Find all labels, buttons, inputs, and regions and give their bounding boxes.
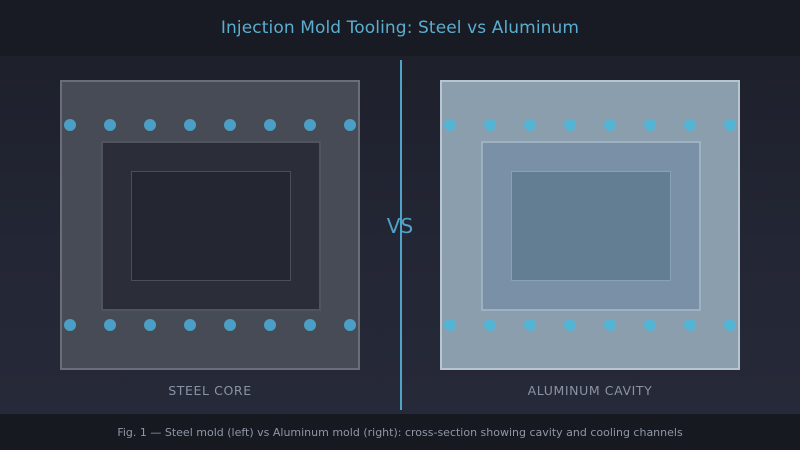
aluminum-cooling-channel — [524, 119, 536, 131]
steel-cooling-channel — [304, 319, 316, 331]
steel-cooling-channel — [104, 319, 116, 331]
aluminum-cooling-channel — [444, 119, 456, 131]
vs-label: VS — [386, 214, 414, 238]
caption-bar: Fig. 1 — Steel mold (left) vs Aluminum m… — [0, 414, 800, 450]
steel-core-label: STEEL CORE — [168, 383, 252, 398]
aluminum-cavity-inner — [511, 171, 671, 281]
aluminum-cooling-channel — [644, 119, 656, 131]
aluminum-cooling-channel — [564, 319, 576, 331]
aluminum-cooling-channel — [644, 319, 656, 331]
diagram-title: Injection Mold Tooling: Steel vs Aluminu… — [220, 18, 580, 38]
aluminum-cavity-label: ALUMINUM CAVITY — [527, 383, 653, 398]
aluminum-cooling-channel — [564, 119, 576, 131]
steel-cavity-outer — [101, 141, 321, 311]
aluminum-cooling-channel — [444, 319, 456, 331]
aluminum-cooling-channel — [484, 119, 496, 131]
aluminum-cooling-channel — [684, 119, 696, 131]
aluminum-cooling-channel — [604, 119, 616, 131]
steel-cooling-channel — [304, 119, 316, 131]
steel-cooling-channel — [224, 119, 236, 131]
aluminum-cooling-channel — [484, 319, 496, 331]
aluminum-cooling-channel — [604, 319, 616, 331]
steel-cooling-channel — [344, 119, 356, 131]
aluminum-cavity-outer — [481, 141, 701, 311]
figure-caption: Fig. 1 — Steel mold (left) vs Aluminum m… — [117, 425, 683, 439]
steel-cooling-channel — [184, 119, 196, 131]
steel-cooling-channel — [264, 119, 276, 131]
steel-cooling-channel — [64, 119, 76, 131]
center-divider — [400, 60, 402, 410]
steel-mold — [60, 80, 360, 370]
steel-cooling-channel — [104, 119, 116, 131]
aluminum-cooling-channel — [524, 319, 536, 331]
steel-cooling-channel — [64, 319, 76, 331]
steel-cooling-channel — [184, 319, 196, 331]
steel-cooling-channel — [224, 319, 236, 331]
header-bar: Injection Mold Tooling: Steel vs Aluminu… — [0, 0, 800, 56]
aluminum-mold — [440, 80, 740, 370]
aluminum-cooling-channel — [684, 319, 696, 331]
steel-cavity-inner — [131, 171, 291, 281]
steel-cooling-channel — [264, 319, 276, 331]
aluminum-cooling-channel — [724, 119, 736, 131]
steel-cooling-channel — [144, 119, 156, 131]
aluminum-cooling-channel — [724, 319, 736, 331]
steel-cooling-channel — [344, 319, 356, 331]
steel-cooling-channel — [144, 319, 156, 331]
